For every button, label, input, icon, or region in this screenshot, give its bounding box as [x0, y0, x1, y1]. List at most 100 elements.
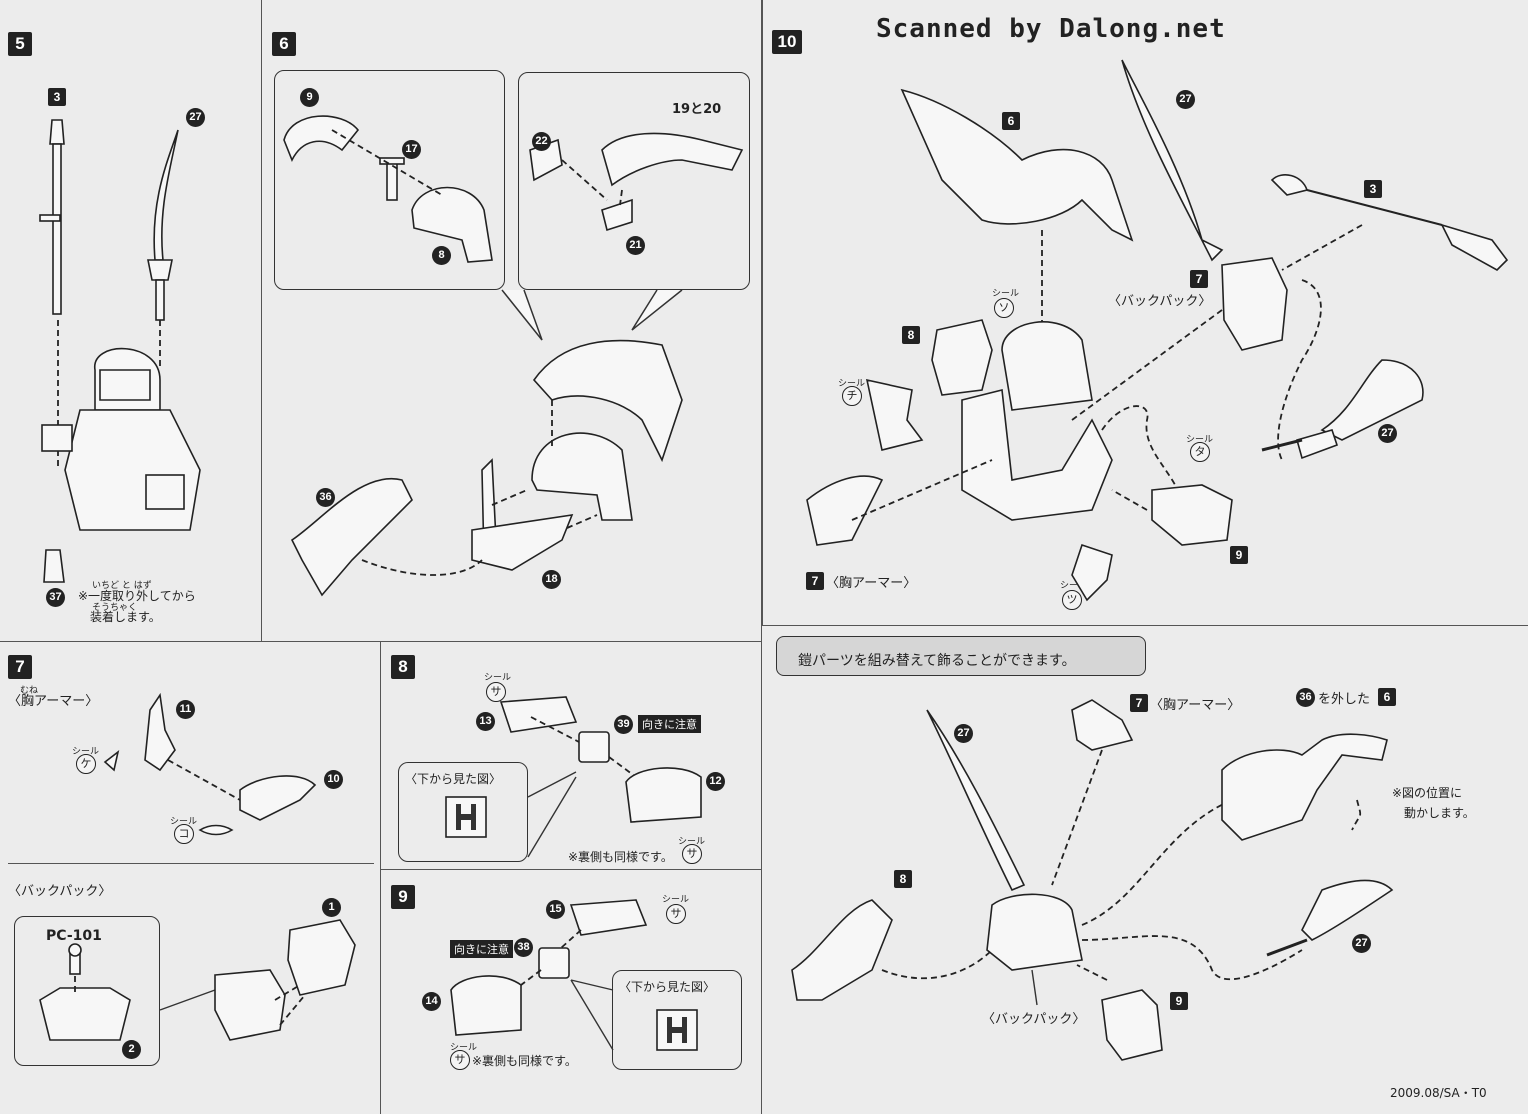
step8-back-note: ※裏側も同様です。	[568, 850, 673, 864]
step8-view-box	[398, 762, 528, 862]
step-number-5: 5	[8, 32, 32, 56]
pc-101-label: PC-101	[46, 928, 102, 944]
display-part-9: 9	[1170, 992, 1188, 1010]
step9-view-box	[612, 970, 742, 1070]
display-backpack-label: 〈バックパック〉	[982, 1012, 1086, 1027]
step8-seal-sa-bottom: サ	[682, 844, 702, 864]
step7-chest-armor-title: 〈胸アーマー〉	[8, 694, 99, 709]
display-part-7: 7	[1130, 694, 1148, 712]
watermark: Scanned by Dalong.net	[876, 14, 1226, 44]
step9-view-label: 〈下から見た図〉	[619, 980, 716, 994]
step-number-10: 10	[772, 30, 802, 54]
part-number-7-s10-chest: 7	[806, 572, 824, 590]
part-number-27: 27	[186, 108, 205, 127]
step9-caution-label: 向きに注意	[450, 940, 513, 958]
s10-backpack-label: 〈バックパック〉	[1108, 294, 1212, 309]
step5-illustration	[39, 119, 201, 583]
step9-seal-sa-bottom: サ	[450, 1050, 470, 1070]
part-number-13: 13	[476, 712, 495, 731]
display-part-27-right: 27	[1352, 934, 1371, 953]
part-number-18: 18	[542, 570, 561, 589]
display-banner	[776, 636, 1146, 676]
part-number-17: 17	[402, 140, 421, 159]
step-number-8: 8	[391, 655, 415, 679]
part-number-22: 22	[532, 132, 551, 151]
step10-illustration	[806, 59, 1509, 602]
step5-ruby-2: そうちゃく	[92, 603, 138, 613]
step7-chest-illustration	[103, 692, 317, 836]
step-number-9: 9	[391, 885, 415, 909]
part-number-1: 1	[322, 898, 341, 917]
display-part-27-left: 27	[954, 724, 973, 743]
step9-back-note: ※裏側も同様です。	[472, 1054, 577, 1068]
step7-seal-label-ko: シール	[170, 817, 198, 827]
step6-detail-box-right	[518, 72, 750, 290]
display-part-8: 8	[894, 870, 912, 888]
divider-step7-backpack	[8, 863, 374, 864]
part-number-27-s10-top: 27	[1176, 90, 1195, 109]
display-move-note-line2: 動かします。	[1404, 806, 1475, 820]
step7-backpack-title: 〈バックパック〉	[8, 884, 112, 899]
panel-step-6	[262, 0, 762, 642]
part-number-38: 38	[514, 938, 533, 957]
part-number-6-s10: 6	[1002, 112, 1020, 130]
seal-tsu: ツ	[1062, 590, 1082, 610]
seal-ta: タ	[1190, 442, 1210, 462]
display-banner-text: 鎧パーツを組み替えて飾ることができます。	[798, 653, 1076, 669]
part-number-27-s10-bottom: 27	[1378, 424, 1397, 443]
step8-seal-sa-top: サ	[486, 682, 506, 702]
panel-step-8	[381, 642, 762, 870]
step5-note-line1: ※一度取り外してから	[78, 589, 196, 603]
part-number-2: 2	[122, 1040, 141, 1059]
part-number-14: 14	[422, 992, 441, 1011]
part-number-15: 15	[546, 900, 565, 919]
display-illustration	[791, 699, 1394, 1061]
part-number-9-s10: 9	[1230, 546, 1248, 564]
part-number-11: 11	[176, 700, 195, 719]
s10-seal-label-chi: シール	[838, 379, 866, 389]
step9-seal-label-top: シール	[662, 895, 690, 905]
step7-backpack-illustration	[39, 919, 356, 1041]
s10-seal-label-tsu: シール	[1060, 581, 1088, 591]
step8-illustration	[445, 696, 702, 858]
step8-caution-label: 向きに注意	[638, 715, 701, 733]
panel-step-7	[0, 642, 381, 1114]
display-part-36-top: 36	[1296, 688, 1315, 707]
part-number-36: 36	[316, 488, 335, 507]
part-number-8-s10: 8	[902, 326, 920, 344]
step8-view-label: 〈下から見た図〉	[405, 772, 502, 786]
step-number-6: 6	[272, 32, 296, 56]
step7-seal-label-ke: シール	[72, 747, 100, 757]
step9-seal-label-bottom: シール	[450, 1043, 478, 1053]
part-number-39: 39	[614, 715, 633, 734]
step5-ruby-1: いちど と はず	[92, 581, 152, 591]
part-number-10: 10	[324, 770, 343, 789]
part-number-9: 9	[300, 88, 319, 107]
display-removed-label: を外した	[1318, 692, 1371, 707]
display-part-6: 6	[1378, 688, 1396, 706]
step8-seal-label-top: シール	[484, 673, 512, 683]
seal-ko: コ	[174, 824, 194, 844]
s10-seal-label-ta: シール	[1186, 435, 1214, 445]
part-number-12: 12	[706, 772, 725, 791]
seal-ke: ケ	[76, 754, 96, 774]
display-chest-label: 〈胸アーマー〉	[1150, 698, 1241, 713]
step6-illustration	[283, 115, 744, 597]
step7-ruby-mune: むね	[20, 686, 39, 696]
seal-chi: チ	[842, 386, 862, 406]
step9-seal-sa-top: サ	[666, 904, 686, 924]
panel-step-5	[0, 0, 262, 642]
footer-code: 2009.08/SA・T0	[1390, 1086, 1487, 1100]
part-number-8: 8	[432, 246, 451, 265]
seal-so: ソ	[994, 298, 1014, 318]
step8-seal-label-bottom: シール	[678, 837, 706, 847]
step-number-7: 7	[8, 655, 32, 679]
part-number-7-s10: 7	[1190, 270, 1208, 288]
step9-illustration	[450, 899, 698, 1051]
step5-note-line2: 装着します。	[90, 610, 161, 624]
step6-detail-box-left	[274, 70, 505, 290]
part-number-3-s10: 3	[1364, 180, 1382, 198]
part-number-19-and-20: 19と20	[672, 102, 722, 117]
part-number-21: 21	[626, 236, 645, 255]
part-number-37: 37	[46, 588, 65, 607]
